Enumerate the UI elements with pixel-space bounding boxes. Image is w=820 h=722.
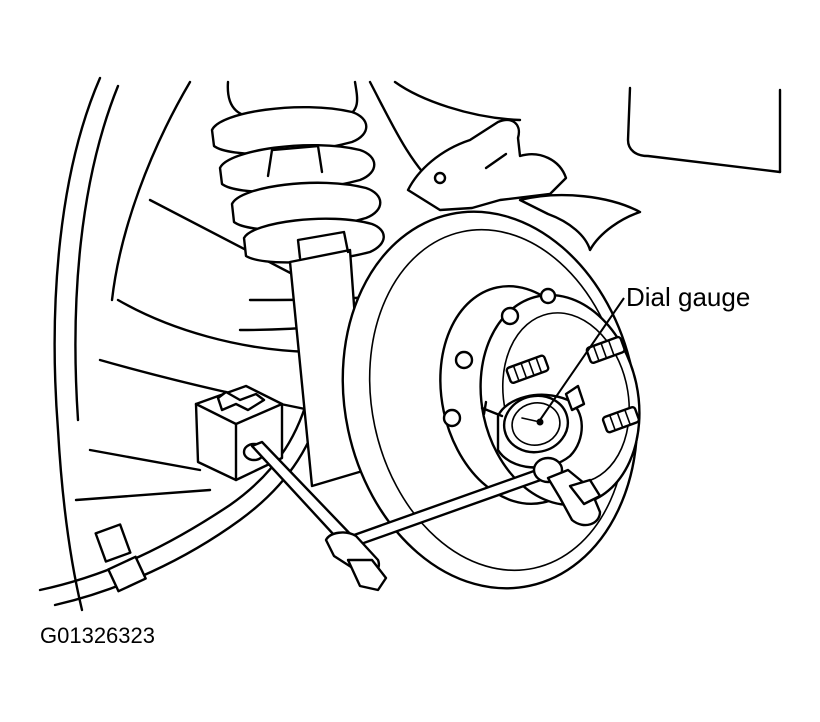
dial-gauge bbox=[480, 384, 586, 469]
figure-code: G01326323 bbox=[40, 623, 155, 648]
brake-hose bbox=[38, 388, 326, 607]
wheel-studs bbox=[505, 335, 641, 434]
callout-leader bbox=[539, 297, 625, 421]
gauge-arm bbox=[250, 440, 602, 592]
coil-spring bbox=[210, 80, 385, 264]
callout-label-dial-gauge: Dial gauge bbox=[626, 282, 751, 312]
body-panel bbox=[393, 80, 782, 174]
